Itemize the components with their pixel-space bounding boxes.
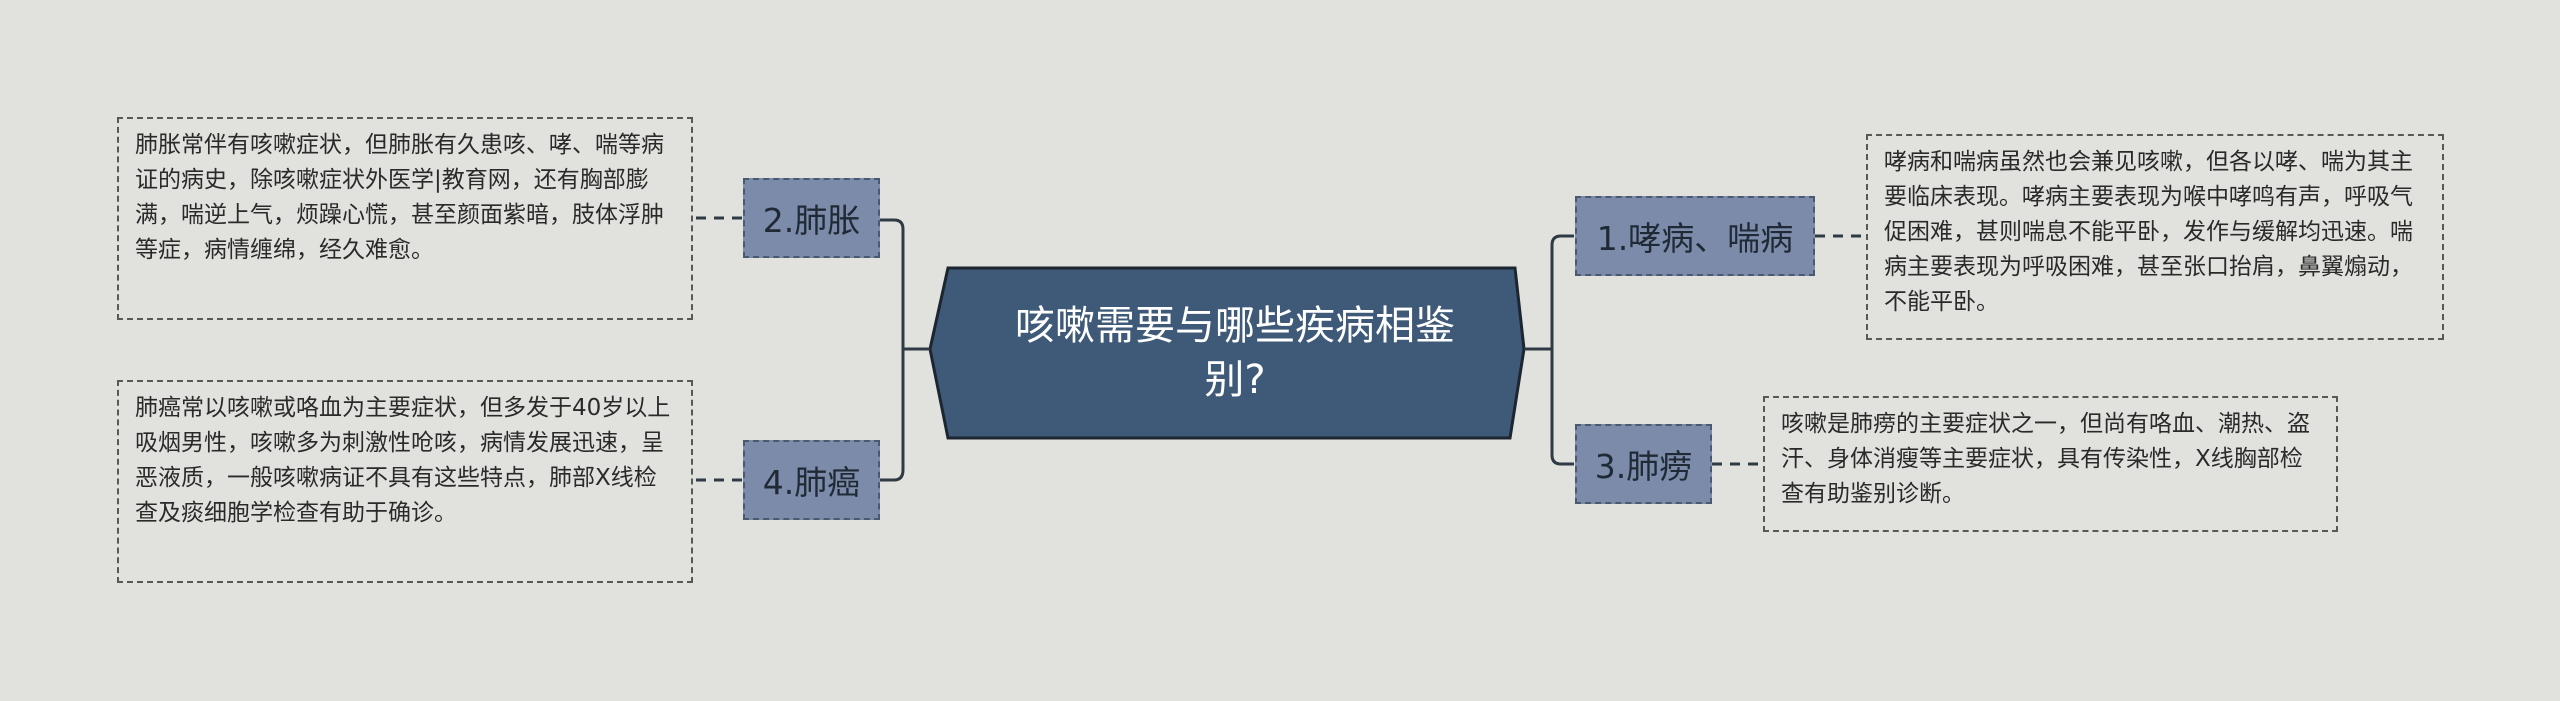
right-connectors — [1524, 234, 1574, 466]
left-connectors — [880, 218, 930, 482]
leaf-note-1[interactable]: 哮病和喘病虽然也会兼见咳嗽，但各以哮、喘为其主要临床表现。哮病主要表现为喉中哮鸣… — [1866, 134, 2444, 340]
leaf-note-2[interactable]: 肺胀常伴有咳嗽症状，但肺胀有久患咳、哮、喘等病证的病史，除咳嗽症状外医学|教育网… — [117, 117, 693, 320]
right-leaf-connectors — [1712, 234, 1866, 466]
leaf-note-4[interactable]: 肺癌常以咳嗽或咯血为主要症状，但多发于40岁以上吸烟男性，咳嗽多为刺激性呛咳，病… — [117, 380, 693, 583]
leaf-note-3[interactable]: 咳嗽是肺痨的主要症状之一，但尚有咯血、潮热、盗汗、身体消瘦等主要症状，具有传染性… — [1763, 396, 2338, 532]
left-leaf-connectors — [693, 216, 742, 482]
center-node[interactable]: 咳嗽需要与哪些疾病相鉴别? — [1015, 303, 1455, 403]
branch-node-2[interactable]: 2.肺胀 — [743, 178, 880, 258]
branch-node-1[interactable]: 1.哮病、喘病 — [1575, 196, 1815, 276]
branch-node-4[interactable]: 4.肺癌 — [743, 440, 880, 520]
branch-node-3[interactable]: 3.肺痨 — [1575, 424, 1712, 504]
